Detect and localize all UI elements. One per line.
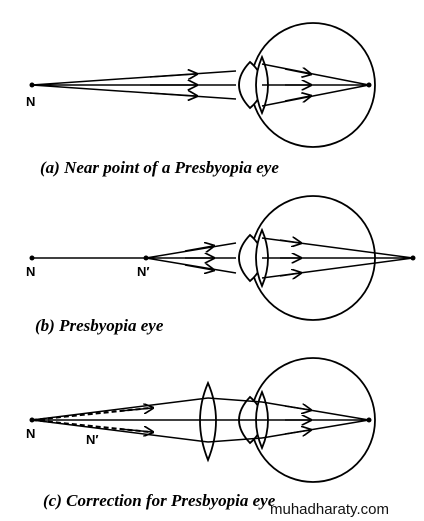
point-n-b: [29, 255, 35, 261]
watermark: muhadharaty.com: [270, 501, 389, 518]
ray-c-inner-top-arrow: [284, 406, 310, 410]
label-n-prime-c: N′: [86, 432, 99, 447]
label-n-c: N: [26, 426, 35, 441]
ray-a-bot: [31, 84, 237, 100]
ray-c-dash-top-arrow: [119, 408, 152, 411]
ray-b-inner-top-arrow: [279, 240, 300, 243]
correcting-lens-c: [199, 380, 217, 463]
point-n-prime-b: [143, 255, 149, 261]
caption-c: (c) Correction for Presbyopia eye: [43, 491, 276, 510]
ray-b-inner-bot-arrow: [279, 273, 300, 276]
caption-a: (a) Near point of a Presbyopia eye: [40, 158, 279, 177]
focus-b: [410, 255, 416, 261]
ray-a-inner-bot: [261, 84, 370, 107]
ray-a-bot-arrow: [149, 93, 196, 96]
panel-b: N N′ (b) Presbyopia eye: [26, 195, 416, 335]
label-n-a: N: [26, 94, 35, 109]
ray-c-inner-bot: [261, 419, 370, 439]
ray-c-between-bot: [207, 437, 263, 443]
ray-c-top: [31, 397, 209, 421]
point-n-a: [29, 82, 35, 88]
ray-b-bot-arrow: [184, 265, 213, 270]
focus-a: [366, 82, 372, 88]
panel-c: N N′ (c) Correction for Presbyopia eye: [26, 357, 376, 510]
label-n-b: N: [26, 264, 35, 279]
focus-c: [366, 417, 372, 423]
ray-b-top-arrow: [184, 246, 213, 251]
ray-a-top-arrow: [149, 74, 196, 77]
ray-a-inner-bot-arrow: [284, 96, 310, 101]
ray-c-dash-bot-arrow: [119, 429, 152, 432]
ray-c-bot: [31, 419, 209, 443]
point-n-c: [29, 417, 35, 423]
ray-a-inner-top-arrow: [284, 69, 310, 74]
ray-a-inner-top: [261, 63, 370, 86]
panel-a: N (a) Near point of a Presbyopia eye: [26, 22, 376, 177]
ray-c-between-top: [207, 397, 263, 403]
label-n-prime-b: N′: [137, 264, 150, 279]
ray-c-inner-top: [261, 401, 370, 421]
caption-b: (b) Presbyopia eye: [35, 316, 164, 335]
ray-c-inner-bot-arrow: [284, 430, 310, 434]
ray-a-top: [31, 70, 237, 86]
